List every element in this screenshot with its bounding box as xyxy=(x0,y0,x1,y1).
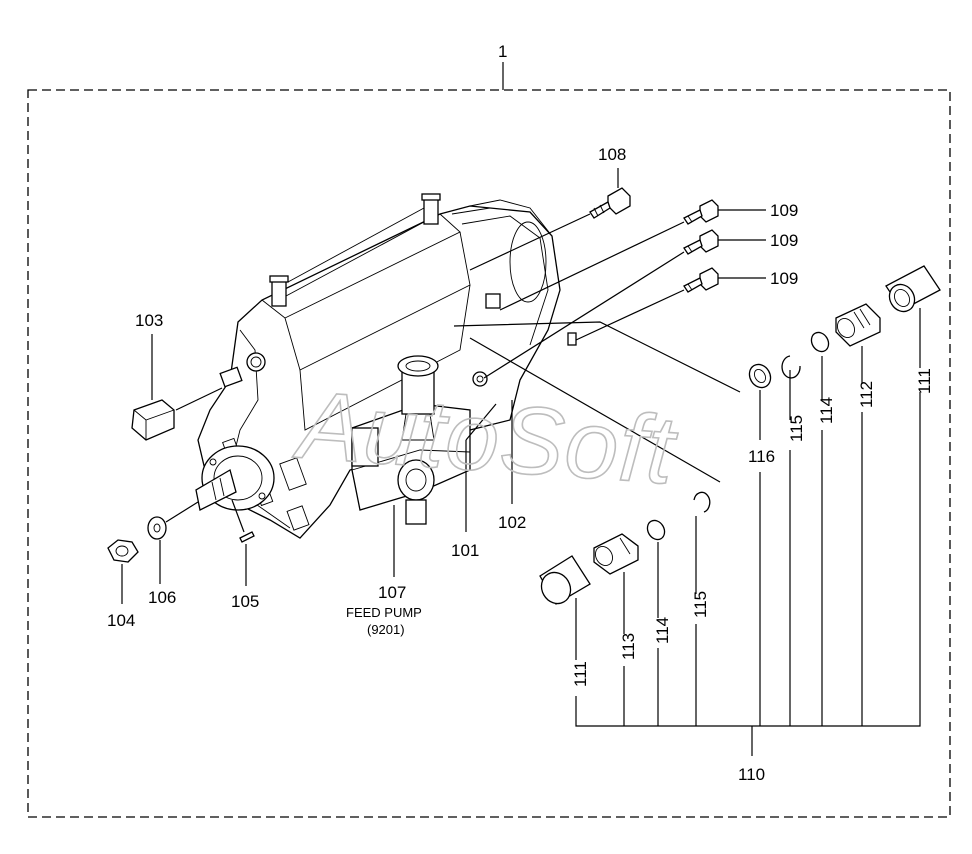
label-101: 101 xyxy=(451,541,479,560)
feed-pump-code: (9201) xyxy=(367,622,405,637)
label-111-lower: 111 xyxy=(571,661,590,687)
leader-106-to-shaft xyxy=(165,501,199,523)
explode-line-upper-2 xyxy=(469,337,721,483)
part-109-bolt-bottom xyxy=(683,267,719,293)
part-115-snap-ring-lower xyxy=(693,491,711,513)
label-114-upper: 114 xyxy=(817,397,836,424)
label-106: 106 xyxy=(148,588,176,607)
bracket-110 xyxy=(575,392,921,727)
label-112: 112 xyxy=(857,381,876,408)
leader-103-to-body xyxy=(175,387,223,411)
part-106-washer xyxy=(147,516,167,540)
part-114-o-ring-lower xyxy=(646,519,666,541)
label-113: 113 xyxy=(619,633,638,660)
part-116-washer xyxy=(748,363,772,389)
part-113-plug xyxy=(593,533,639,575)
feed-pump-caption: FEED PUMP xyxy=(346,605,422,620)
label-115-upper: 115 xyxy=(787,415,806,442)
label-114-lower: 114 xyxy=(653,617,672,644)
part-105-key xyxy=(239,531,255,543)
label-107: 107 xyxy=(378,583,406,602)
label-109-middle: 109 xyxy=(770,231,798,250)
label-111-upper: 111 xyxy=(915,368,934,394)
part-108-bolt xyxy=(589,187,631,219)
part-109-bolt-top xyxy=(683,199,719,225)
label-110: 110 xyxy=(738,765,765,784)
label-109-bottom: 109 xyxy=(770,269,798,288)
leader-101-diag xyxy=(465,403,497,441)
leader-109-bottom-body xyxy=(575,289,685,341)
label-105: 105 xyxy=(231,592,259,611)
label-116: 116 xyxy=(748,447,775,466)
watermark: AutoSoft xyxy=(290,371,680,504)
part-112-plug xyxy=(835,303,881,347)
label-104: 104 xyxy=(107,611,135,630)
leader-109-middle-body xyxy=(483,251,685,379)
leader-108-to-body xyxy=(469,213,591,271)
label-103: 103 xyxy=(135,311,163,330)
label-102: 102 xyxy=(498,513,526,532)
explode-line-upper xyxy=(453,321,741,393)
label-109-top: 109 xyxy=(770,201,798,220)
assembly-boundary xyxy=(27,89,951,818)
part-109-bolt-middle xyxy=(683,229,719,255)
part-104-nut xyxy=(107,539,139,563)
label-1: 1 xyxy=(498,42,507,61)
injection-pump-body xyxy=(195,193,577,539)
part-114-o-ring-upper xyxy=(810,331,830,353)
label-108: 108 xyxy=(598,145,626,164)
part-115-snap-ring-upper xyxy=(781,355,801,379)
leader-105-to-shaft xyxy=(231,499,245,533)
part-103-cap xyxy=(131,366,243,441)
leader-109-top-body xyxy=(499,221,685,311)
part-111-cap-upper xyxy=(885,265,941,313)
label-115-lower: 115 xyxy=(691,591,710,618)
part-111-cap-lower xyxy=(539,555,591,605)
